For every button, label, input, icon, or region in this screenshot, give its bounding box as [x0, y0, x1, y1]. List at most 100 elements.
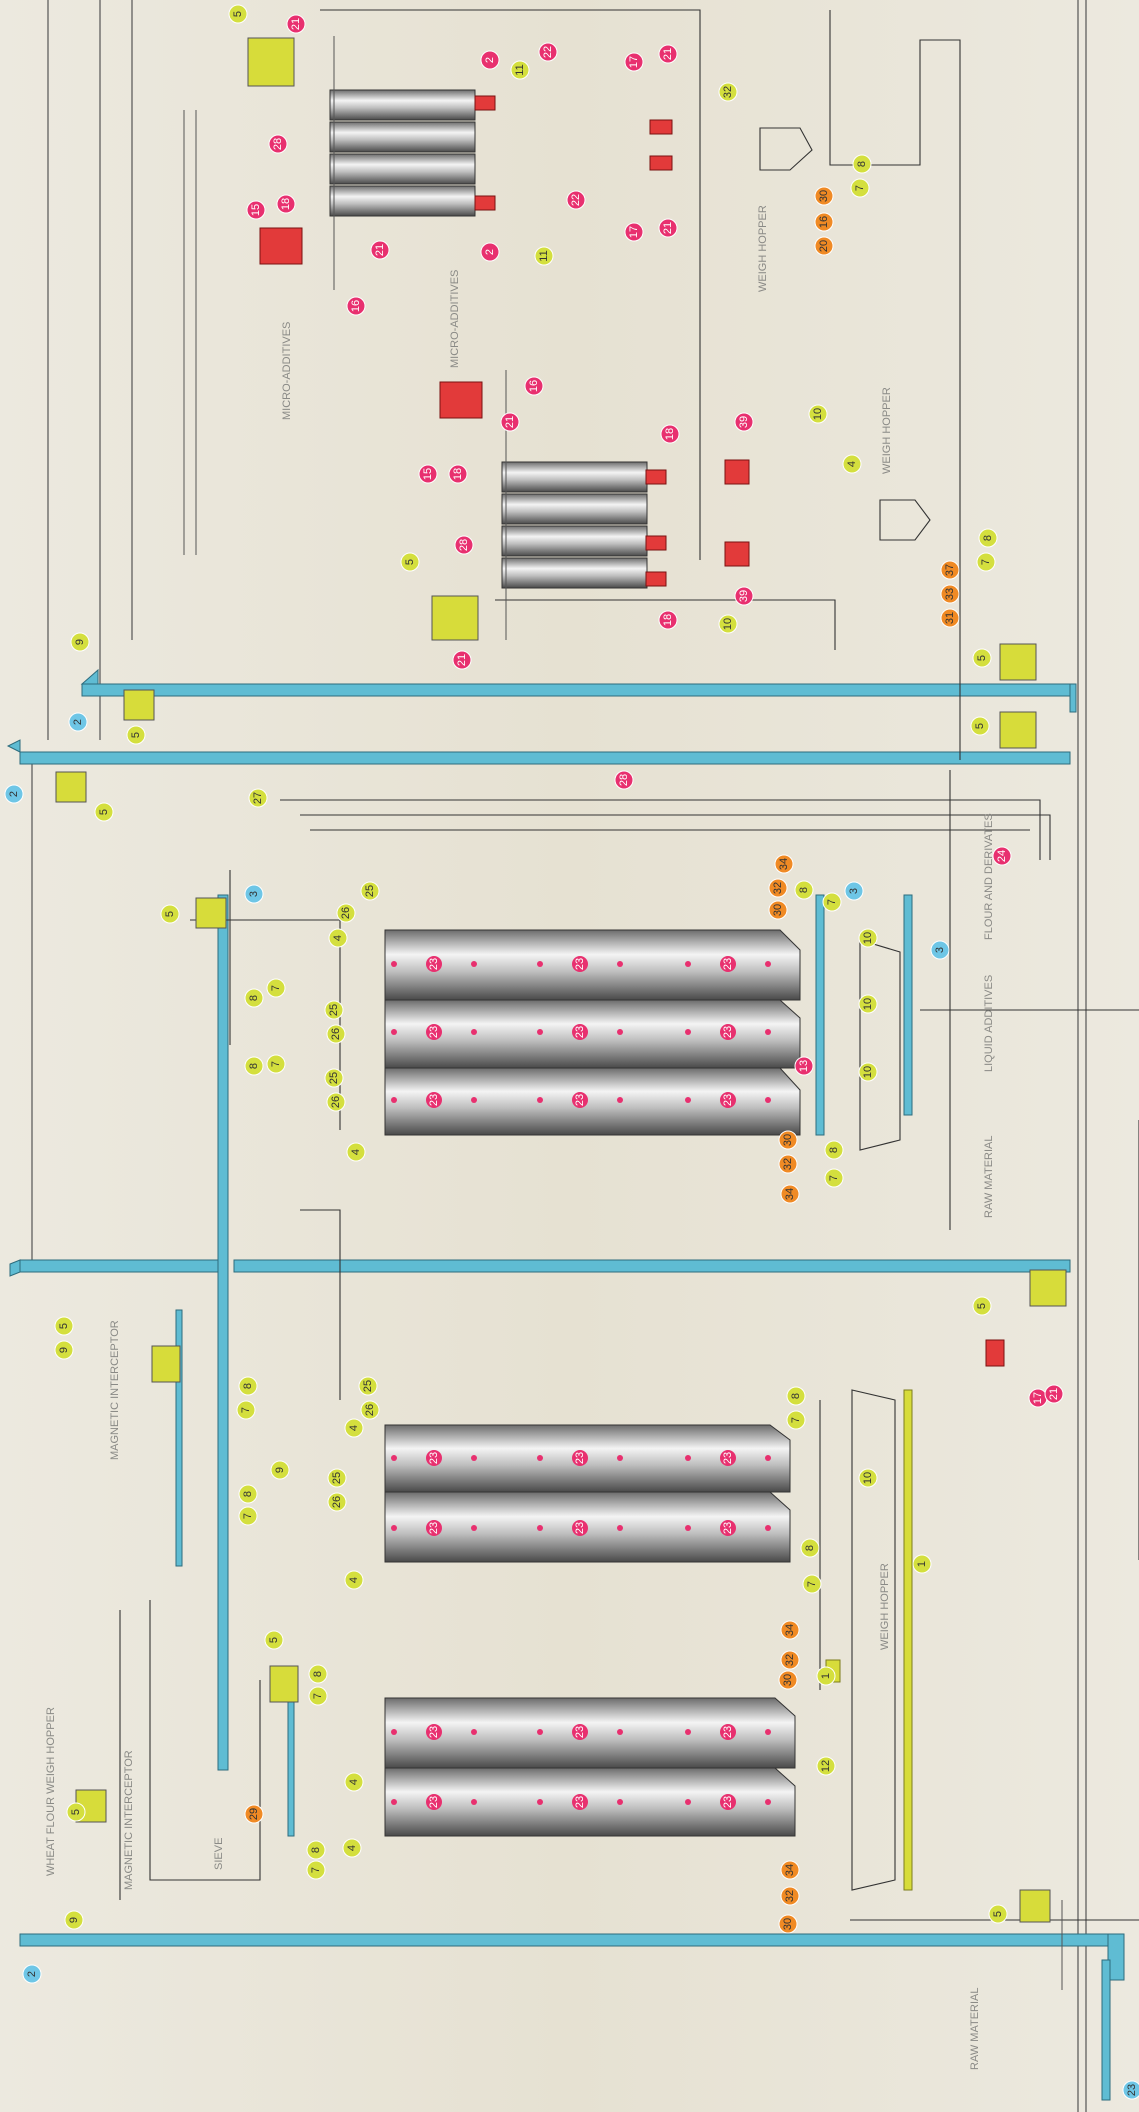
callout-number: 28	[272, 138, 284, 150]
callout-5: 5	[988, 1904, 1008, 1924]
callout-7: 7	[786, 1410, 806, 1430]
callout-number: 8	[248, 995, 260, 1001]
callout-22: 22	[538, 42, 558, 62]
callout-8: 8	[244, 1056, 264, 1076]
callout-5: 5	[66, 1802, 86, 1822]
callout-18: 18	[448, 464, 468, 484]
silo-dot	[471, 1729, 477, 1735]
silo-tag-23: 23	[426, 1092, 442, 1108]
callout-number: 8	[242, 1383, 254, 1389]
callout-4: 4	[344, 1772, 364, 1792]
callout-4: 4	[346, 1142, 366, 1162]
callout-number: 21	[662, 222, 674, 234]
callout-number: 25	[328, 1004, 340, 1016]
silo-tag-23: 23	[720, 1450, 736, 1466]
silo-dot	[537, 1097, 543, 1103]
callout-4: 4	[328, 928, 348, 948]
silo-tag-number: 23	[574, 958, 586, 970]
callout-18: 18	[658, 610, 678, 630]
callout-7: 7	[266, 978, 286, 998]
callout-12: 12	[816, 1756, 836, 1776]
conveyor-2-mid	[19, 751, 1071, 765]
callout-18: 18	[660, 424, 680, 444]
silo-dot	[471, 1097, 477, 1103]
callout-number: 2	[26, 1971, 38, 1977]
callout-7: 7	[266, 1054, 286, 1074]
callout-number: 4	[348, 1577, 360, 1583]
callout-25: 25	[358, 1376, 378, 1396]
callout-34: 34	[780, 1860, 800, 1880]
callout-10: 10	[718, 614, 738, 634]
silo-dot	[765, 961, 771, 967]
callout-number: 33	[944, 588, 956, 600]
callout-number: 5	[974, 723, 986, 729]
callout-2: 2	[4, 784, 24, 804]
silo-dot	[391, 1799, 397, 1805]
conveyor-left-a	[175, 1309, 183, 1567]
silo-tag-number: 23	[428, 958, 440, 970]
callout-5: 5	[228, 4, 248, 24]
callout-number: 21	[456, 654, 468, 666]
callout-21: 21	[370, 240, 390, 260]
callout-number: 3	[934, 947, 946, 953]
callout-number: 5	[130, 732, 142, 738]
callout-number: 7	[806, 1581, 818, 1587]
floors	[183, 36, 1063, 1990]
callout-number: 17	[1032, 1392, 1044, 1404]
callout-number: 5	[976, 1303, 988, 1309]
callout-number: 34	[778, 858, 790, 870]
silo-tag-23: 23	[426, 1450, 442, 1466]
callout-number: 10	[722, 618, 734, 630]
callout-8: 8	[800, 1538, 820, 1558]
silo-dot	[617, 1729, 623, 1735]
silo-tag-23: 23	[572, 1092, 588, 1108]
silo-tag-number: 23	[574, 1094, 586, 1106]
silo-tag-number: 23	[428, 1452, 440, 1464]
callout-24: 24	[992, 846, 1012, 866]
callout-number: 1	[916, 1561, 928, 1567]
callout-number: 8	[804, 1545, 816, 1551]
callout-10: 10	[858, 994, 878, 1014]
silo-dot	[685, 1799, 691, 1805]
callout-number: 15	[250, 204, 262, 216]
callout-8: 8	[238, 1376, 258, 1396]
callout-5: 5	[970, 716, 990, 736]
silo-tag-23: 23	[720, 1724, 736, 1740]
callout-number: 4	[846, 461, 858, 467]
callout-number: 21	[662, 48, 674, 60]
callout-number: 30	[818, 190, 830, 202]
silo-tag-23: 23	[572, 956, 588, 972]
callout-number: 34	[784, 1624, 796, 1636]
callout-number: 26	[364, 1404, 376, 1416]
silo	[329, 89, 476, 121]
callout-34: 34	[774, 854, 794, 874]
callout-1: 1	[816, 1666, 836, 1686]
callout-21: 21	[658, 218, 678, 238]
callout-number: 17	[628, 56, 640, 68]
silo-tag-23: 23	[572, 1450, 588, 1466]
callout-7: 7	[976, 552, 996, 572]
callout-13: 13	[794, 1056, 814, 1076]
silo	[501, 557, 648, 589]
silo-tag-number: 23	[722, 1452, 734, 1464]
callout-26: 26	[326, 1092, 346, 1112]
silo-dot	[617, 1799, 623, 1805]
callout-number: 7	[270, 985, 282, 991]
label-weigh-hopper-main: WEIGH HOPPER	[879, 1563, 891, 1650]
silo-dot	[537, 1455, 543, 1461]
silo-tag-number: 23	[428, 1026, 440, 1038]
callout-number: 7	[240, 1407, 252, 1413]
silo-tag-number: 23	[574, 1522, 586, 1534]
callout-number: 9	[74, 639, 86, 645]
callout-number: 7	[310, 1867, 322, 1873]
callout-2: 2	[480, 242, 500, 262]
callout-number: 18	[280, 198, 292, 210]
callout-number: 34	[784, 1864, 796, 1876]
callout-number: 23	[1126, 2084, 1138, 2096]
callout-22: 22	[566, 190, 586, 210]
conveyor-3-upper	[217, 894, 229, 1771]
silo-dot	[685, 1455, 691, 1461]
callout-26: 26	[327, 1492, 347, 1512]
